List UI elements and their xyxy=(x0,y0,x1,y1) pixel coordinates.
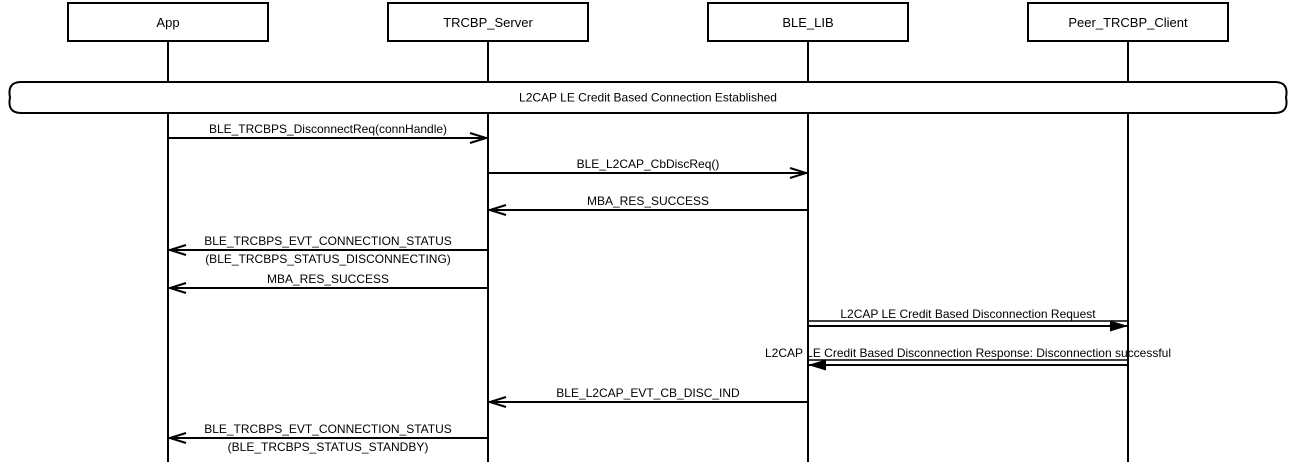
banner-frame xyxy=(8,81,1288,114)
message-label-4: MBA_RES_SUCCESS xyxy=(267,272,389,286)
open-arrowhead-2 xyxy=(486,204,507,216)
message-label-5: L2CAP LE Credit Based Disconnection Requ… xyxy=(840,307,1096,321)
banner-label: L2CAP LE Credit Based Connection Establi… xyxy=(519,91,777,105)
message-label-3: BLE_TRCBPS_EVT_CONNECTION_STATUS xyxy=(204,234,452,248)
open-arrowhead-0 xyxy=(469,132,490,144)
message-sublabel-3: (BLE_TRCBPS_STATUS_DISCONNECTING) xyxy=(205,252,451,266)
actor-box-ble_lib xyxy=(707,2,909,42)
open-arrowhead-7 xyxy=(486,396,507,408)
open-arrowhead-8 xyxy=(166,432,187,444)
actor-label-app: App xyxy=(156,15,179,30)
actor-label-peer_client: Peer_TRCBP_Client xyxy=(1068,15,1188,30)
actor-box-peer_client xyxy=(1027,2,1229,42)
actor-box-app xyxy=(67,2,269,42)
message-sublabel-8: (BLE_TRCBPS_STATUS_STANDBY) xyxy=(228,440,429,454)
open-arrowhead-4 xyxy=(166,282,187,294)
solid-arrowhead-5 xyxy=(1110,320,1128,332)
actor-label-trcbp_server: TRCBP_Server xyxy=(443,15,533,30)
open-arrowhead-1 xyxy=(789,167,810,179)
message-label-7: BLE_L2CAP_EVT_CB_DISC_IND xyxy=(556,386,740,400)
actor-box-trcbp_server xyxy=(387,2,589,42)
solid-arrowhead-6 xyxy=(808,359,826,371)
message-label-1: BLE_L2CAP_CbDiscReq() xyxy=(577,157,720,171)
message-label-2: MBA_RES_SUCCESS xyxy=(587,194,709,208)
message-label-8: BLE_TRCBPS_EVT_CONNECTION_STATUS xyxy=(204,422,452,436)
message-label-6: L2CAP LE Credit Based Disconnection Resp… xyxy=(765,346,1171,360)
actor-label-ble_lib: BLE_LIB xyxy=(782,15,833,30)
message-label-0: BLE_TRCBPS_DisconnectReq(connHandle) xyxy=(209,122,447,136)
open-arrowhead-3 xyxy=(166,244,187,256)
